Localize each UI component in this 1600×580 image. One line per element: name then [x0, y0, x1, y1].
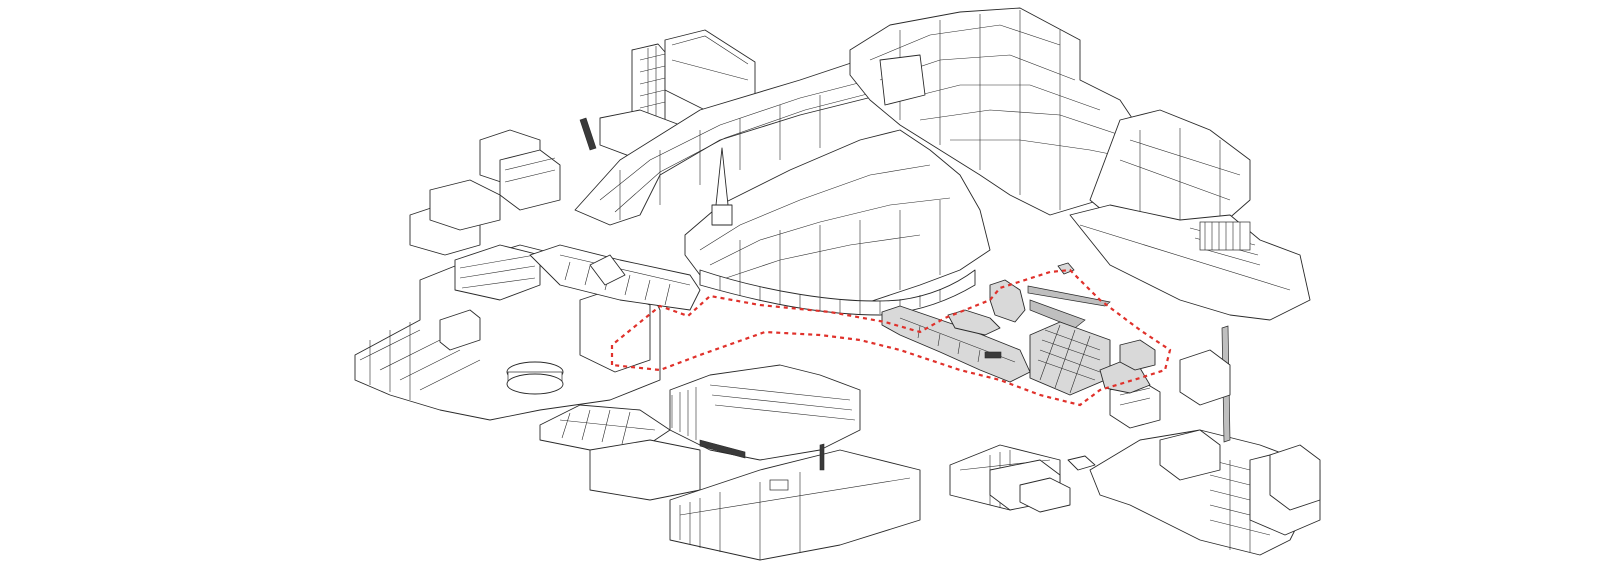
site-buildings — [881, 262, 1156, 396]
site-building-small — [947, 309, 1001, 336]
site-hall — [1029, 321, 1111, 396]
northern-urban-blocks — [574, 7, 1311, 321]
stepped-building — [669, 364, 861, 461]
site-building-north — [989, 279, 1026, 323]
long-south-building — [669, 449, 921, 561]
small-pavilion — [579, 117, 597, 151]
southwestern-blocks — [539, 364, 921, 561]
site-boundary-line — [610, 268, 1172, 407]
western-blocks — [354, 129, 701, 421]
church-spire — [715, 147, 729, 206]
site-canopy — [1027, 285, 1111, 307]
southeastern-blocks — [949, 325, 1321, 556]
